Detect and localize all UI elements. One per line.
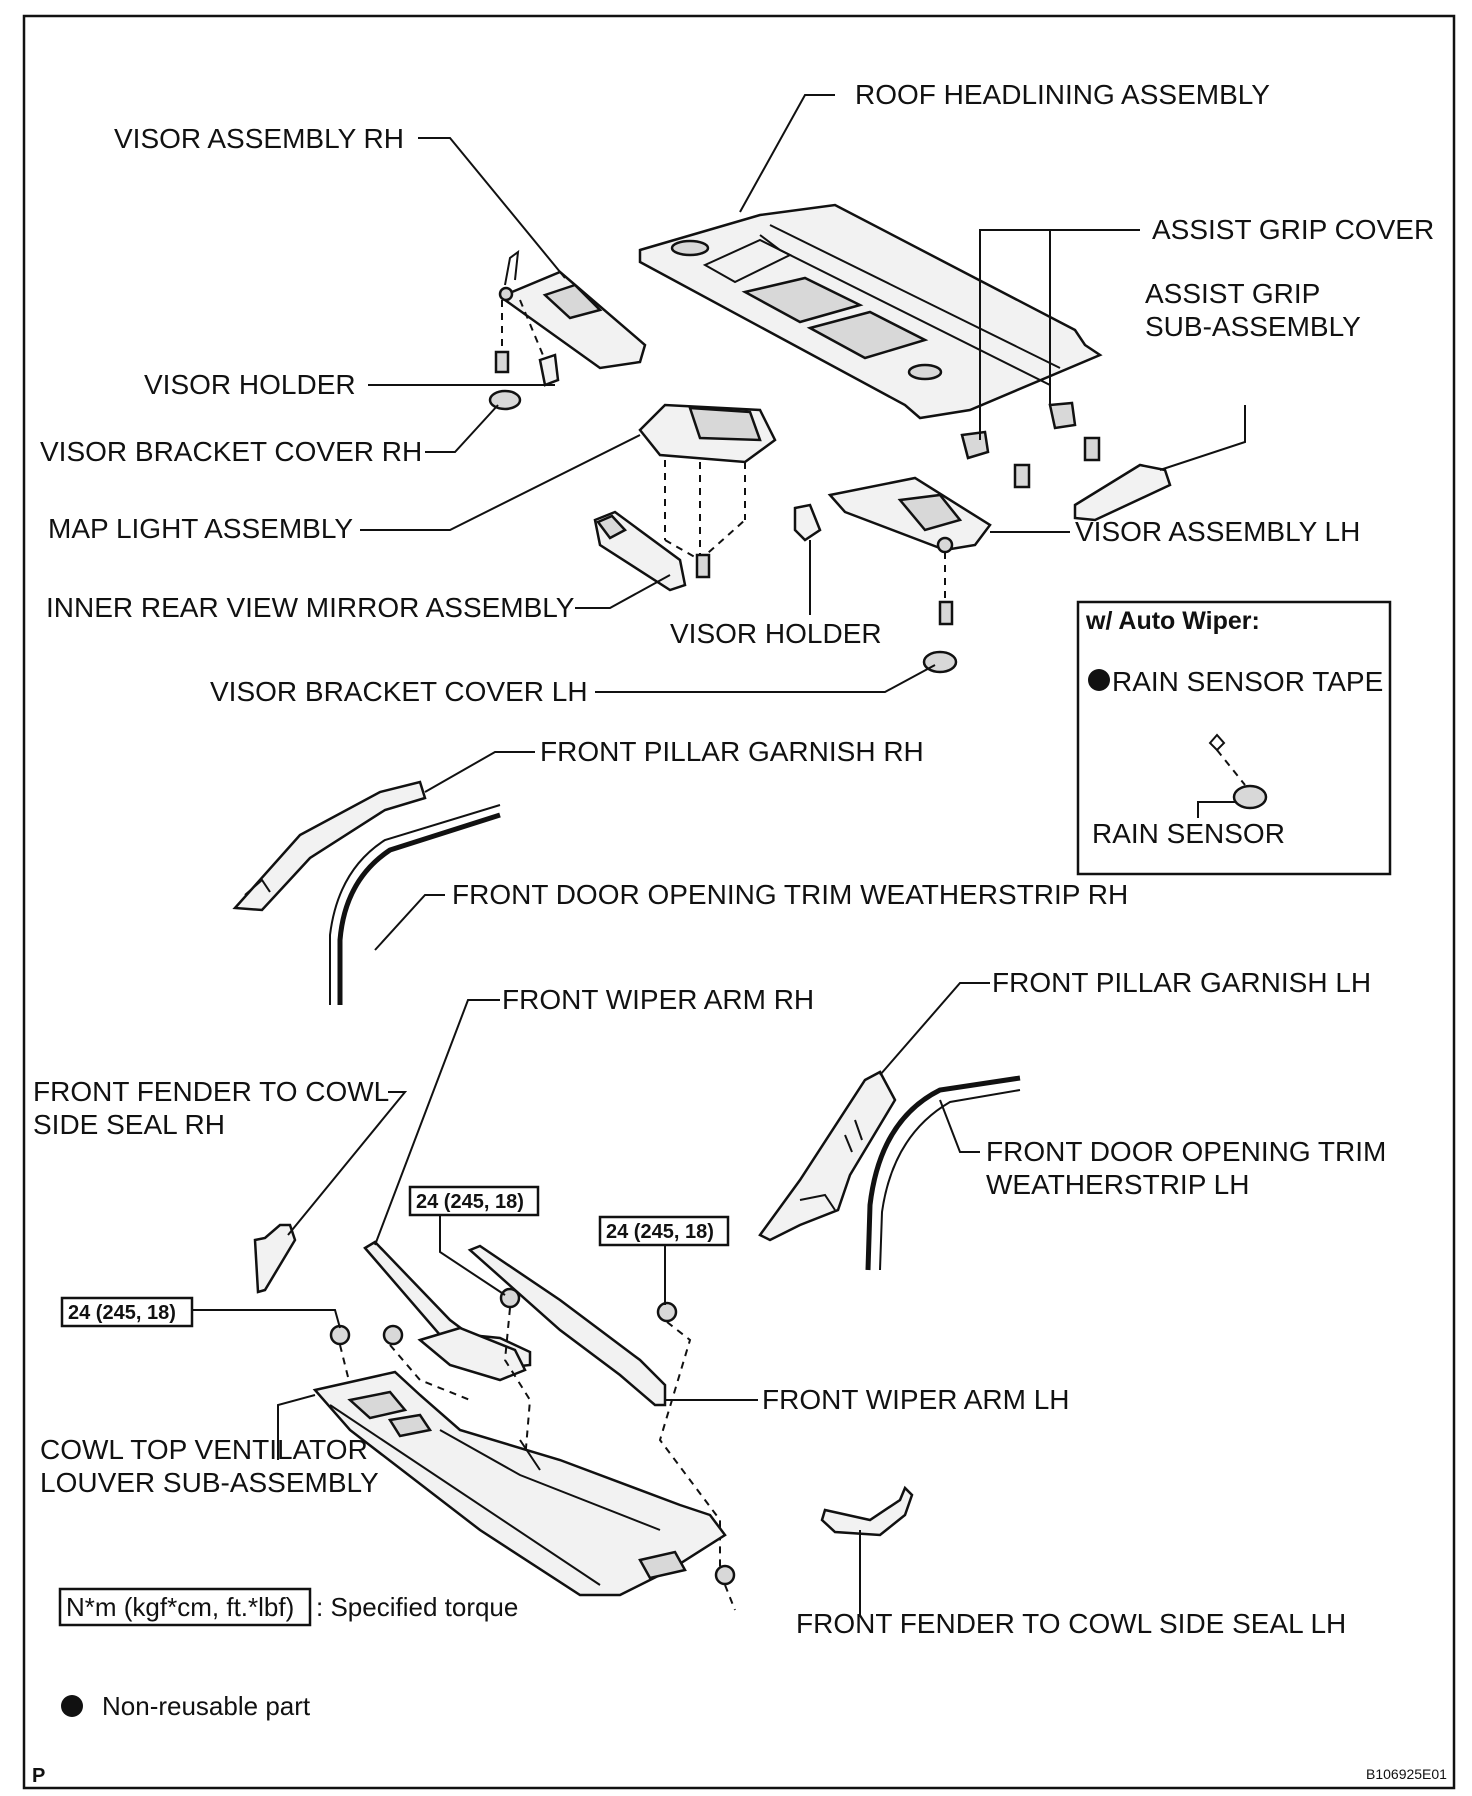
- label-wiper-arm-rh: FRONT WIPER ARM RH: [502, 984, 814, 1015]
- legend-torque: N*m (kgf*cm, ft.*lbf) : Specified torque: [58, 1587, 518, 1627]
- front-pillar-garnish-lh-drawing: [758, 1070, 897, 1242]
- figure-code: B106925E01: [1366, 1766, 1447, 1782]
- assist-grip-drawing: [960, 401, 1172, 522]
- label-fender-seal-lh: FRONT FENDER TO COWL SIDE SEAL LH: [796, 1608, 1346, 1639]
- label-cowl-louver-2: LOUVER SUB-ASSEMBLY: [40, 1467, 379, 1498]
- label-pillar-garnish-lh: FRONT PILLAR GARNISH LH: [992, 967, 1371, 998]
- label-visor-holder-1: VISOR HOLDER: [144, 369, 356, 400]
- torque-nuts: [329, 1287, 736, 1586]
- rain-sensor-label: RAIN SENSOR: [1092, 818, 1285, 849]
- legend-torque-text: : Specified torque: [316, 1592, 518, 1622]
- legend-nonreusable: Non-reusable part: [61, 1691, 311, 1721]
- torque-value-1: 24 (245, 18): [416, 1191, 524, 1213]
- label-assist-grip-sub-2: SUB-ASSEMBLY: [1145, 311, 1361, 342]
- front-pillar-garnish-rh-drawing: [232, 780, 427, 912]
- wiper-arm-lh-drawing: [467, 1244, 667, 1407]
- diagram-frame: [22, 14, 1456, 1790]
- label-map-light: MAP LIGHT ASSEMBLY: [48, 513, 353, 544]
- label-pillar-garnish-rh: FRONT PILLAR GARNISH RH: [540, 736, 924, 767]
- torque-box-3: 24 (245, 18): [60, 1296, 194, 1328]
- torque-value-2: 24 (245, 18): [606, 1221, 714, 1243]
- label-fender-seal-rh-1: FRONT FENDER TO COWL: [33, 1076, 389, 1107]
- label-door-trim-rh: FRONT DOOR OPENING TRIM WEATHERSTRIP RH: [452, 879, 1128, 910]
- map-light-drawing: [638, 403, 777, 579]
- label-cowl-louver-1: COWL TOP VENTILATOR: [40, 1434, 368, 1465]
- roof-headlining-drawing: [638, 203, 1103, 420]
- page-mark: P: [32, 1765, 45, 1787]
- label-visor-bracket-lh: VISOR BRACKET COVER LH: [210, 676, 588, 707]
- label-assist-grip-cover: ASSIST GRIP COVER: [1152, 214, 1434, 245]
- torque-value-3: 24 (245, 18): [68, 1302, 176, 1324]
- door-trim-lh-drawing: [865, 1075, 1021, 1271]
- fender-seal-lh-drawing: [820, 1485, 914, 1537]
- label-mirror: INNER REAR VIEW MIRROR ASSEMBLY: [46, 592, 575, 623]
- nonreusable-dot-icon: [1088, 669, 1110, 691]
- label-visor-rh: VISOR ASSEMBLY RH: [114, 123, 404, 154]
- visor-holder-lh-drawing: [793, 503, 822, 542]
- inner-mirror-drawing: [593, 510, 687, 592]
- label-fender-seal-rh-2: SIDE SEAL RH: [33, 1109, 225, 1140]
- leader-lines: [192, 94, 1246, 1615]
- label-assist-grip-sub-1: ASSIST GRIP: [1145, 278, 1320, 309]
- torque-box-1: 24 (245, 18): [408, 1185, 540, 1217]
- door-trim-rh-drawing: [329, 804, 501, 1005]
- label-visor-bracket-rh: VISOR BRACKET COVER RH: [40, 436, 422, 467]
- label-roof-headlining: ROOF HEADLINING ASSEMBLY: [855, 79, 1270, 110]
- label-door-trim-lh-2: WEATHERSTRIP LH: [986, 1169, 1249, 1200]
- label-visor-lh: VISOR ASSEMBLY LH: [1075, 516, 1360, 547]
- auto-wiper-title: w/ Auto Wiper:: [1085, 607, 1260, 635]
- visor-rh-drawing: [498, 249, 647, 370]
- torque-box-2: 24 (245, 18): [598, 1215, 730, 1247]
- visor-lh-drawing: [827, 476, 992, 674]
- rain-sensor-tape-label: RAIN SENSOR TAPE: [1112, 666, 1383, 697]
- wiper-arm-rh-drawing: [363, 1240, 532, 1382]
- rain-sensor-drawing: [1232, 784, 1268, 810]
- fender-seal-rh-drawing: [253, 1223, 297, 1294]
- label-visor-holder-2: VISOR HOLDER: [670, 618, 882, 649]
- legend-dot-icon: [61, 1695, 83, 1717]
- legend-torque-key: N*m (kgf*cm, ft.*lbf): [66, 1592, 294, 1622]
- label-door-trim-lh-1: FRONT DOOR OPENING TRIM: [986, 1136, 1386, 1167]
- legend-nonreusable-text: Non-reusable part: [102, 1691, 311, 1721]
- auto-wiper-box: w/ Auto Wiper: RAIN SENSOR TAPE RAIN SEN…: [1076, 600, 1392, 876]
- label-wiper-arm-lh: FRONT WIPER ARM LH: [762, 1384, 1070, 1415]
- cowl-louver-drawing: [312, 1370, 727, 1597]
- rain-sensor-tape-drawing: [1208, 733, 1226, 752]
- visor-rh-fasteners: [488, 299, 560, 411]
